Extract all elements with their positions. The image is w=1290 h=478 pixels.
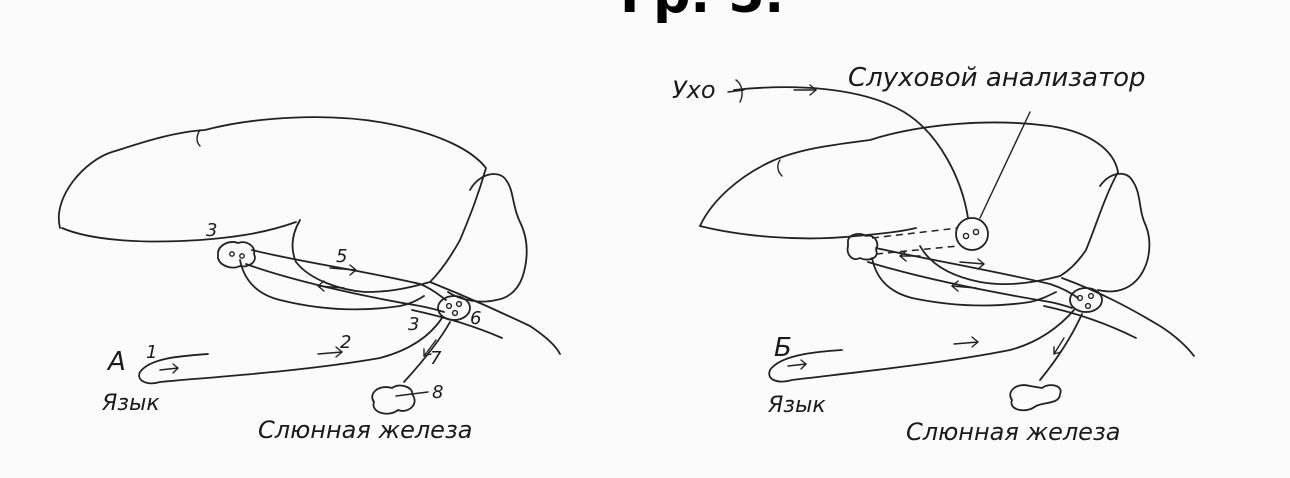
brain-b-cerebellum <box>1098 174 1149 292</box>
num-3-stem: 3 <box>408 314 419 335</box>
label-b-tongue: Язык <box>767 393 826 418</box>
num-6: 6 <box>470 308 481 329</box>
label-a-gland: Слюнная железа <box>258 416 472 444</box>
brain-b-cerebrum <box>700 122 1118 284</box>
center-dot-b2 <box>1089 294 1094 299</box>
label-b-letter: Б <box>774 333 792 363</box>
neuron-dot-a2 <box>240 254 244 258</box>
salivary-center-b <box>1070 288 1102 312</box>
label-a-tongue: Язык <box>101 391 160 416</box>
aud-dot-1 <box>963 233 968 238</box>
pathway-b-lower <box>868 262 1072 308</box>
num-1: 1 <box>146 342 157 363</box>
salivary-gland-a <box>372 386 414 414</box>
brain-b-fold <box>700 226 916 238</box>
diagram-b: Ухо Слуховой анализатор Б Язык Слюнная ж… <box>672 63 1194 446</box>
arrow-a-2 <box>318 347 342 357</box>
num-7: 7 <box>430 348 442 369</box>
brain-a-notch <box>197 130 200 146</box>
cortical-center-a <box>218 242 255 268</box>
brain-b-notch <box>778 160 782 176</box>
brain-b-brainstem <box>1062 278 1194 356</box>
num-3-cortex: 3 <box>206 220 217 241</box>
ear-receptor <box>728 80 744 102</box>
ear-nerve <box>734 87 968 218</box>
center-dot-a2 <box>457 302 462 307</box>
label-b-gland: Слюнная железа <box>906 418 1120 446</box>
num-5: 5 <box>336 246 347 267</box>
page-title: Гр. 5. <box>620 0 784 25</box>
aud-dot-2 <box>973 229 978 234</box>
arrow-b-tongue <box>954 337 978 347</box>
num-8: 8 <box>432 382 443 403</box>
brain-a-cerebrum <box>59 117 486 292</box>
center-dot-a3 <box>453 311 458 316</box>
arrow-b-gland <box>1054 338 1064 354</box>
neuron-dot-a1 <box>230 252 234 256</box>
diagram-a: 3 5 3 6 2 1 7 8 А Язык Слюнная железа <box>59 117 560 444</box>
label-b-auditory: Слуховой анализатор <box>848 63 1146 93</box>
num-2: 2 <box>340 332 351 353</box>
arrow-a-1 <box>160 364 178 373</box>
tongue-a <box>139 318 442 383</box>
auditory-pointer <box>980 112 1030 218</box>
brain-a-cerebellum <box>448 174 527 302</box>
brain-a-fold <box>62 222 296 242</box>
tongue-b <box>769 310 1074 382</box>
auditory-center <box>956 218 988 250</box>
label-b-ear: Ухо <box>672 76 716 104</box>
salivary-gland-b <box>1010 385 1060 410</box>
center-dot-a1 <box>447 304 452 309</box>
salivary-center-a <box>438 296 470 320</box>
center-dot-b3 <box>1086 304 1091 309</box>
label-a-letter: А <box>106 347 126 377</box>
